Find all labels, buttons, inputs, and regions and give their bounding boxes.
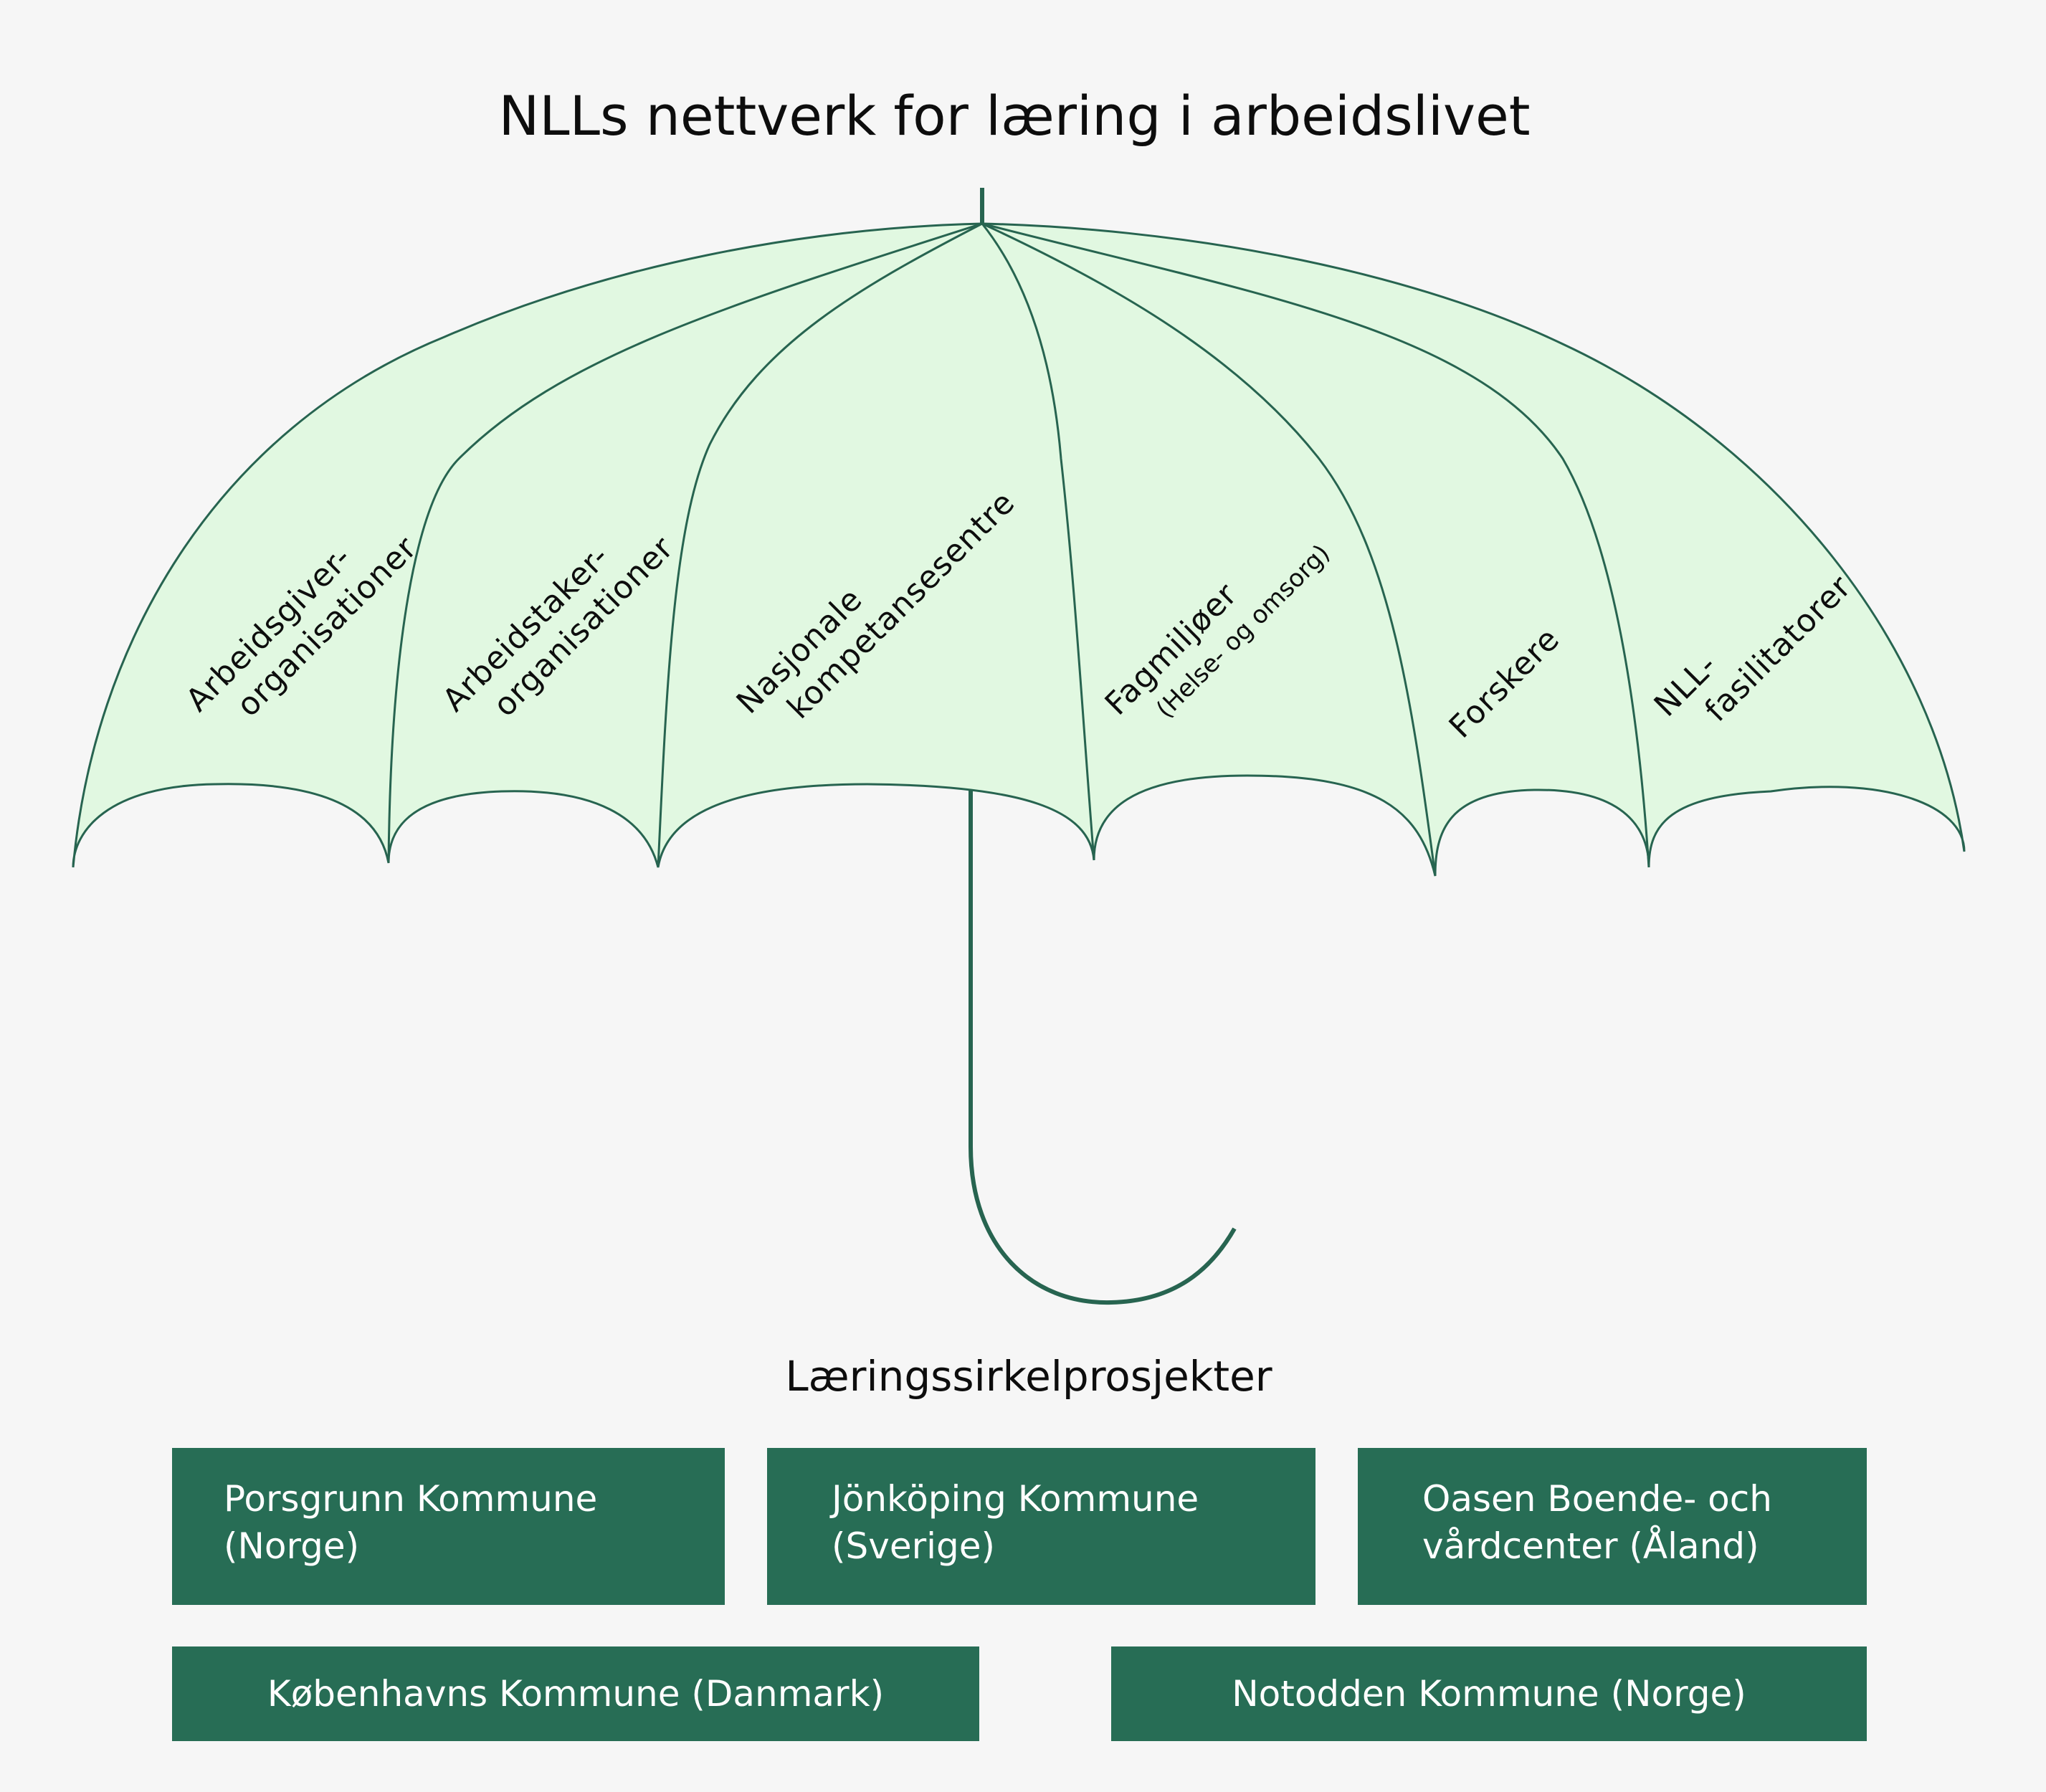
umbrella-handle — [969, 790, 1237, 1305]
project-card-jonkoping-line1: Jönköping Kommune — [832, 1478, 1199, 1520]
project-card-oasen-line1: Oasen Boende- och — [1422, 1478, 1772, 1520]
project-card-notodden: Notodden Kommune (Norge) — [1111, 1646, 1867, 1741]
project-card-kobenhavn-line1: Københavns Kommune (Danmark) — [267, 1673, 885, 1715]
projects-heading: Læringssirkelprosjekter — [785, 1352, 1272, 1401]
umbrella — [72, 188, 1966, 1305]
project-card-jonkoping-line2: (Sverige) — [832, 1525, 996, 1567]
umbrella-rib-5 — [981, 222, 1650, 868]
project-card-oasen-line2: vårdcenter (Åland) — [1422, 1525, 1759, 1567]
project-card-kobenhavn: Københavns Kommune (Danmark) — [172, 1646, 979, 1741]
page-title: NLLs nettverk for læring i arbeidslivet — [498, 84, 1530, 148]
project-card-notodden-line1: Notodden Kommune (Norge) — [1232, 1673, 1746, 1715]
project-card-porsgrunn-line2: (Norge) — [224, 1525, 360, 1567]
project-card-jonkoping: Jönköping Kommune (Sverige) — [767, 1448, 1315, 1605]
umbrella-rib-3 — [981, 223, 1095, 861]
project-card-porsgrunn: Porsgrunn Kommune (Norge) — [172, 1448, 725, 1605]
project-card-porsgrunn-line1: Porsgrunn Kommune — [224, 1478, 598, 1520]
project-card-oasen: Oasen Boende- och vårdcenter (Åland) — [1358, 1448, 1867, 1605]
umbrella-canopy — [72, 222, 1966, 877]
umbrella-rib-4 — [981, 222, 1437, 877]
umbrella-rib-2 — [657, 222, 983, 868]
umbrella-rib-1 — [387, 222, 983, 864]
